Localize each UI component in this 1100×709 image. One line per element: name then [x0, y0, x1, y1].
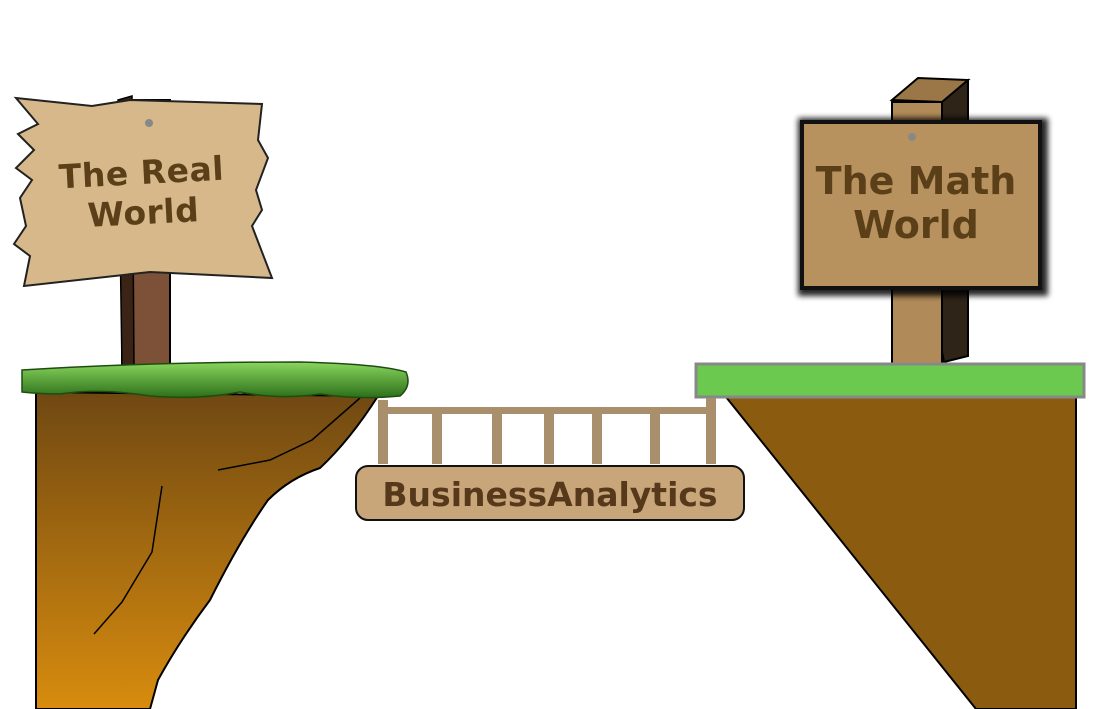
left-cliff	[35, 390, 380, 709]
real-world-sign: The Real World	[12, 96, 274, 288]
left-grass-ledge	[21, 361, 409, 399]
math-world-sign: The Math World	[798, 118, 1048, 296]
nail-icon	[908, 133, 916, 141]
bridge: BusinessAnalytics	[355, 398, 745, 521]
math-world-title-line2: World	[853, 203, 979, 247]
left-cliff-crack	[217, 397, 361, 471]
real-world-title-line1: The Real	[58, 149, 225, 197]
real-world-title-line2: World	[87, 190, 200, 235]
bridge-plank	[355, 465, 745, 521]
right-cliff-rock	[723, 396, 1077, 709]
math-world-title-line1: The Math	[816, 159, 1017, 203]
left-cliff-rock	[35, 390, 380, 709]
right-cliff	[723, 396, 1077, 709]
nail-icon	[145, 119, 153, 127]
bridge-label: BusinessAnalytics	[382, 475, 717, 514]
right-grass-ledge	[694, 362, 1086, 399]
left-cliff-crack	[93, 485, 163, 635]
bridge-top-rail	[378, 407, 716, 414]
